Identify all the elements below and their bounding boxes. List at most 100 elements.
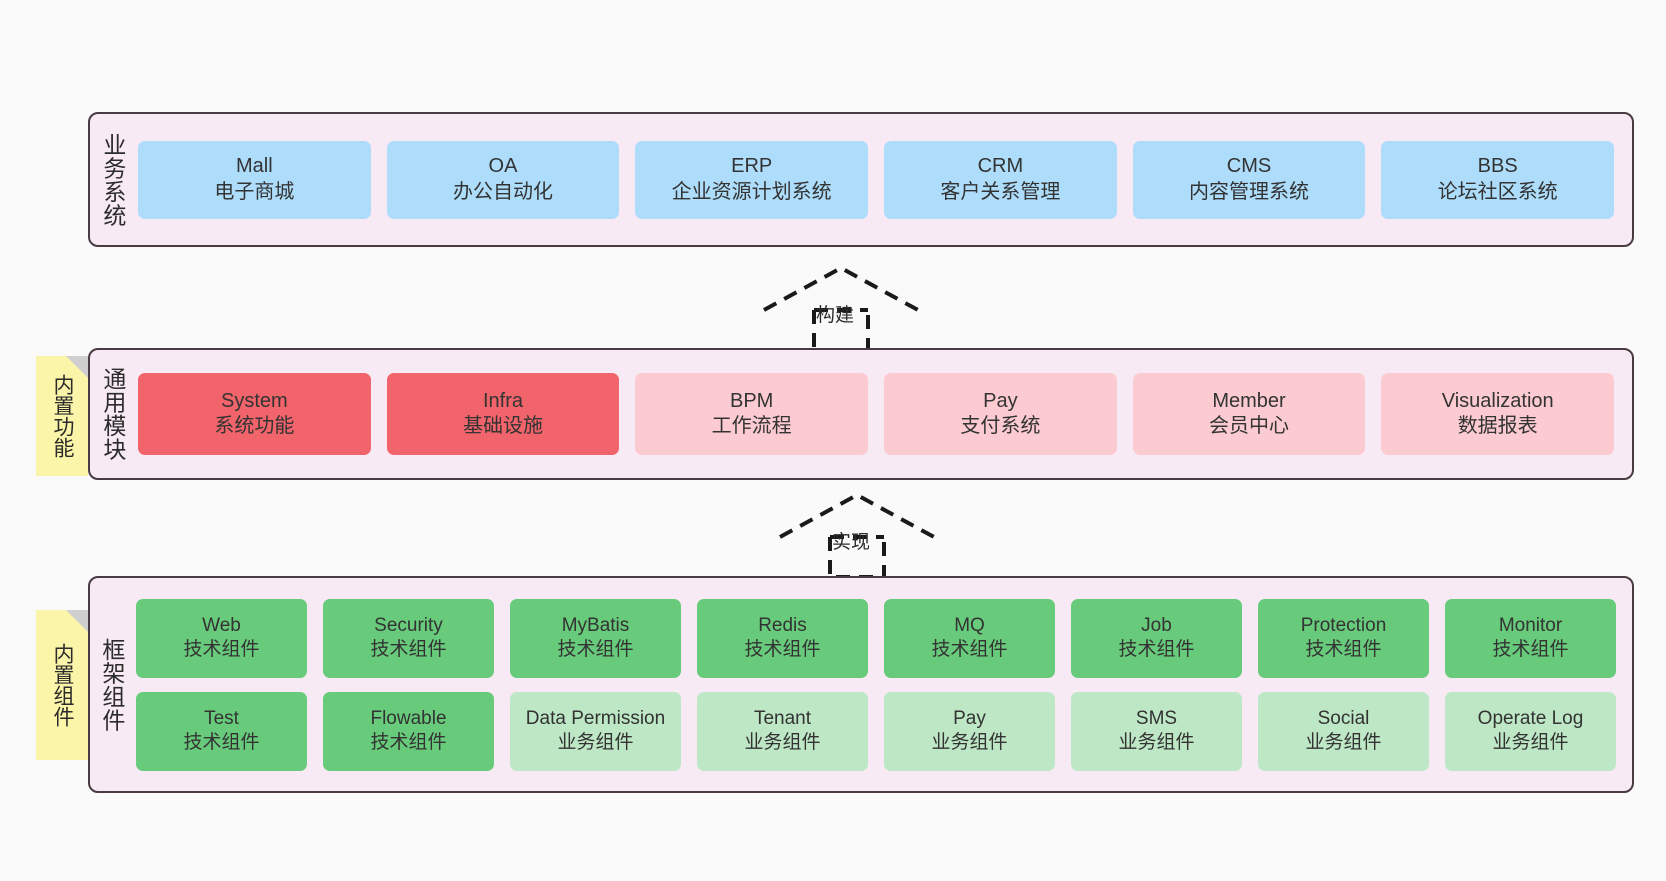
tier-business-systems-body: Mall 电子商城 OA 办公自动化 ERP 企业资源计划系统 CRM 客户关系…	[134, 114, 1632, 245]
card-cms-title: CMS	[1226, 155, 1272, 178]
card-operate-log-title: Operate Log	[1477, 708, 1584, 730]
card-sms[interactable]: SMS 业务组件	[1071, 691, 1242, 771]
card-security-subtitle: 技术组件	[370, 639, 447, 660]
card-test-subtitle: 技术组件	[183, 732, 260, 753]
card-redis-subtitle: 技术组件	[744, 639, 821, 660]
card-member-title: Member	[1212, 389, 1286, 412]
card-bbs-subtitle: 论坛社区系统	[1437, 180, 1558, 203]
card-bbs[interactable]: BBS 论坛社区系统	[1381, 140, 1615, 219]
card-tenant-title: Tenant	[753, 708, 812, 730]
card-test-title: Test	[204, 708, 239, 730]
card-redis-title: Redis	[758, 615, 807, 637]
card-pay-component[interactable]: Pay 业务组件	[884, 691, 1055, 771]
tier-common-modules-body: System 系统功能 Infra 基础设施 BPM 工作流程 Pay 支付系统…	[134, 350, 1632, 478]
card-pay-component-subtitle: 业务组件	[931, 732, 1008, 753]
card-crm-subtitle: 客户关系管理	[940, 180, 1061, 203]
note-builtin-functions: 内置功能	[36, 356, 88, 476]
note-builtin-components-label: 内置组件	[50, 643, 74, 727]
card-sms-title: SMS	[1135, 708, 1178, 730]
card-infra-title: Infra	[482, 389, 524, 412]
card-visualization-title: Visualization	[1441, 389, 1554, 412]
framework-tech-row: Web 技术组件 Security 技术组件 MyBatis 技术组件 Redi…	[136, 598, 1616, 678]
card-data-permission-title: Data Permission	[525, 708, 666, 730]
card-web[interactable]: Web 技术组件	[136, 598, 307, 678]
business-card-row: Mall 电子商城 OA 办公自动化 ERP 企业资源计划系统 CRM 客户关系…	[138, 140, 1615, 219]
card-social-title: Social	[1317, 708, 1370, 730]
card-erp-subtitle: 企业资源计划系统	[671, 180, 832, 203]
card-bpm[interactable]: BPM 工作流程	[635, 373, 869, 455]
card-tenant-subtitle: 业务组件	[744, 732, 821, 753]
tier-common-modules-label: 通用模块	[99, 367, 126, 461]
card-job-title: Job	[1141, 615, 1172, 637]
card-mall-title: Mall	[236, 155, 273, 178]
card-mq[interactable]: MQ 技术组件	[884, 598, 1055, 678]
card-redis[interactable]: Redis 技术组件	[697, 598, 868, 678]
arrow-realize: 实现	[772, 489, 942, 584]
card-infra[interactable]: Infra 基础设施	[386, 373, 620, 455]
card-monitor[interactable]: Monitor 技术组件	[1445, 598, 1616, 678]
card-visualization[interactable]: Visualization 数据报表	[1381, 373, 1615, 455]
card-mq-title: MQ	[954, 615, 985, 637]
card-test[interactable]: Test 技术组件	[136, 691, 307, 771]
card-data-permission-subtitle: 业务组件	[557, 732, 634, 753]
card-member[interactable]: Member 会员中心	[1132, 373, 1366, 455]
card-flowable-subtitle: 技术组件	[370, 732, 447, 753]
card-data-permission[interactable]: Data Permission 业务组件	[510, 691, 681, 771]
card-oa-subtitle: 办公自动化	[453, 180, 553, 203]
card-security[interactable]: Security 技术组件	[323, 598, 494, 678]
card-erp[interactable]: ERP 企业资源计划系统	[635, 140, 869, 219]
module-card-row: System 系统功能 Infra 基础设施 BPM 工作流程 Pay 支付系统…	[138, 373, 1615, 455]
card-pay-module-title: Pay	[983, 389, 1018, 412]
card-web-subtitle: 技术组件	[183, 639, 260, 660]
arrow-build: 构建	[756, 262, 926, 357]
card-system-title: System	[220, 389, 288, 412]
card-security-title: Security	[374, 615, 443, 637]
tier-business-systems-label: 业务系统	[99, 132, 126, 227]
card-oa-title: OA	[488, 155, 518, 178]
card-monitor-title: Monitor	[1498, 615, 1563, 637]
note-fold-icon	[66, 610, 88, 632]
card-social[interactable]: Social 业务组件	[1258, 691, 1429, 771]
card-flowable[interactable]: Flowable 技术组件	[323, 691, 494, 771]
card-system[interactable]: System 系统功能	[138, 373, 371, 455]
card-social-subtitle: 业务组件	[1305, 732, 1382, 753]
card-system-subtitle: 系统功能	[214, 415, 295, 437]
card-bpm-subtitle: 工作流程	[711, 415, 792, 437]
card-pay-module-subtitle: 支付系统	[960, 415, 1041, 437]
card-oa[interactable]: OA 办公自动化	[386, 140, 620, 219]
arrow-realize-label: 实现	[832, 532, 871, 553]
card-mq-subtitle: 技术组件	[931, 639, 1008, 660]
card-erp-title: ERP	[731, 155, 773, 178]
card-flowable-title: Flowable	[370, 708, 447, 730]
card-mall-subtitle: 电子商城	[214, 180, 295, 203]
framework-business-row: Test 技术组件 Flowable 技术组件 Data Permission …	[136, 691, 1616, 771]
card-member-subtitle: 会员中心	[1209, 415, 1290, 437]
note-builtin-functions-label: 内置功能	[50, 374, 74, 458]
card-crm[interactable]: CRM 客户关系管理	[884, 140, 1117, 219]
card-protection[interactable]: Protection 技术组件	[1258, 598, 1429, 678]
card-mall[interactable]: Mall 电子商城	[138, 140, 371, 219]
arrow-realize-glyph	[779, 492, 935, 579]
tier-framework-components-body: Web 技术组件 Security 技术组件 MyBatis 技术组件 Redi…	[132, 578, 1632, 791]
tier-common-modules: 通用模块 System 系统功能 Infra 基础设施 BPM 工作流程 Pay	[88, 348, 1634, 480]
card-cms[interactable]: CMS 内容管理系统	[1132, 140, 1366, 219]
arrow-build-glyph	[763, 265, 919, 352]
card-mybatis[interactable]: MyBatis 技术组件	[510, 598, 681, 678]
card-job[interactable]: Job 技术组件	[1071, 598, 1242, 678]
card-protection-subtitle: 技术组件	[1305, 639, 1382, 660]
card-bpm-title: BPM	[730, 389, 774, 412]
card-tenant[interactable]: Tenant 业务组件	[697, 691, 868, 771]
card-pay-component-title: Pay	[953, 708, 986, 730]
tier-framework-components-label: 框架组件	[98, 637, 125, 732]
card-operate-log-subtitle: 业务组件	[1492, 732, 1569, 753]
card-visualization-subtitle: 数据报表	[1457, 415, 1538, 437]
card-sms-subtitle: 业务组件	[1118, 732, 1195, 753]
card-cms-subtitle: 内容管理系统	[1189, 180, 1310, 203]
card-pay-module[interactable]: Pay 支付系统	[884, 373, 1117, 455]
card-bbs-title: BBS	[1477, 155, 1518, 178]
card-monitor-subtitle: 技术组件	[1492, 639, 1569, 660]
card-operate-log[interactable]: Operate Log 业务组件	[1445, 691, 1616, 771]
card-job-subtitle: 技术组件	[1118, 639, 1195, 660]
note-builtin-components: 内置组件	[36, 610, 88, 760]
